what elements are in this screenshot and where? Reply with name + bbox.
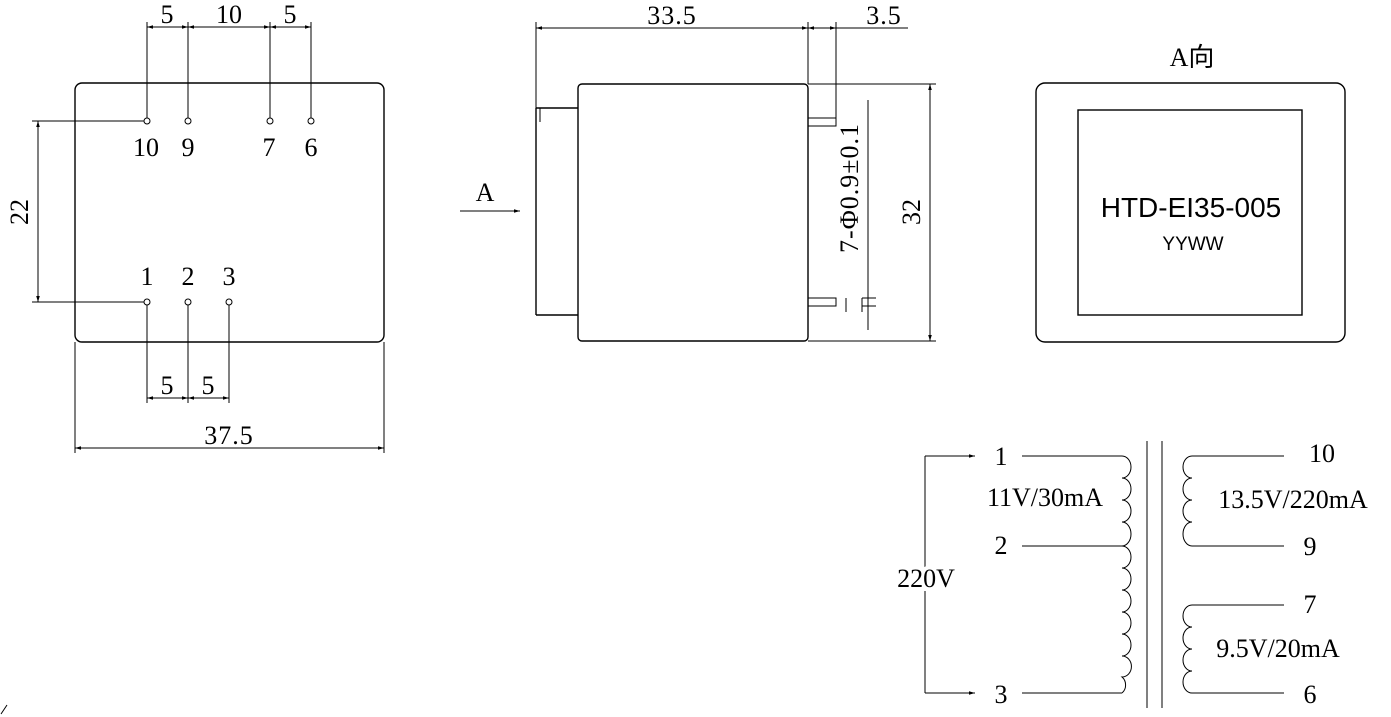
primary-voltage: 220V bbox=[897, 564, 955, 593]
pin-label-2: 2 bbox=[182, 262, 195, 291]
stray-mark bbox=[0, 704, 8, 715]
pin-label-1: 1 bbox=[141, 262, 154, 291]
dim-length-33-5: 33.5 bbox=[647, 1, 697, 30]
pin-spec: 7-Φ0.9±0.1 bbox=[835, 123, 864, 253]
dim-top-2: 10 bbox=[216, 0, 242, 29]
a-view: A向 HTD-EI35-005 YYWW bbox=[1035, 43, 1346, 343]
side-view: 33.5 3.5 7-Φ0.9±0.1 32 A bbox=[460, 1, 936, 342]
sch-pin-1: 1 bbox=[995, 442, 1008, 471]
pin-label-10: 10 bbox=[133, 133, 159, 162]
secondary-coil-1 bbox=[1182, 455, 1284, 547]
dim-height-32: 32 bbox=[897, 199, 926, 225]
sch-pin-10: 10 bbox=[1309, 439, 1335, 468]
sch-pin-3: 3 bbox=[995, 680, 1008, 709]
pin-2 bbox=[184, 298, 192, 306]
pin-3 bbox=[225, 298, 233, 306]
a-view-title: A向 bbox=[1170, 43, 1215, 72]
pin-label-3: 3 bbox=[223, 262, 236, 291]
model-number: HTD-EI35-005 bbox=[1101, 192, 1282, 223]
schematic: 220V 1 2 3 11V/30mA 10 9 13.5V/220mA 7 6… bbox=[893, 439, 1368, 709]
pin-9 bbox=[184, 117, 192, 125]
side-view-body bbox=[577, 83, 809, 342]
side-pin-top bbox=[807, 117, 837, 127]
dim-bottom-1: 5 bbox=[161, 371, 174, 400]
dim-top-3: 5 bbox=[284, 0, 297, 29]
sch-pin-6: 6 bbox=[1304, 680, 1317, 709]
dim-width-37-5: 37.5 bbox=[204, 421, 254, 450]
date-code: YYWW bbox=[1162, 234, 1223, 255]
secondary-coil-2 bbox=[1182, 604, 1284, 694]
view-arrow-label: A bbox=[476, 178, 495, 207]
pin-10 bbox=[143, 117, 151, 125]
dim-bottom-2: 5 bbox=[202, 371, 215, 400]
a-view-label-area bbox=[1077, 109, 1303, 316]
dim-pin-offset-3-5: 3.5 bbox=[866, 1, 902, 30]
side-pin-bottom bbox=[807, 297, 837, 307]
dim-height-22: 22 bbox=[5, 199, 34, 225]
dim-top-1: 5 bbox=[161, 0, 174, 29]
sch-pin-9: 9 bbox=[1304, 532, 1317, 561]
pin-label-9: 9 bbox=[182, 133, 195, 162]
pin-label-7: 7 bbox=[263, 133, 276, 162]
pin-7 bbox=[266, 117, 274, 125]
bottom-view: 5 10 5 10 9 7 6 22 1 2 3 5 5 bbox=[5, 0, 385, 453]
pin-label-6: 6 bbox=[305, 133, 318, 162]
primary-coil bbox=[1120, 455, 1132, 694]
pin-6 bbox=[307, 117, 315, 125]
winding-2-rating: 13.5V/220mA bbox=[1218, 485, 1368, 514]
winding-3-rating: 9.5V/20mA bbox=[1216, 634, 1340, 663]
sch-pin-2: 2 bbox=[995, 531, 1008, 560]
a-view-outline bbox=[1035, 82, 1346, 343]
pin-1 bbox=[143, 298, 151, 306]
winding-1-rating: 11V/30mA bbox=[987, 483, 1103, 512]
sch-pin-7: 7 bbox=[1304, 590, 1317, 619]
